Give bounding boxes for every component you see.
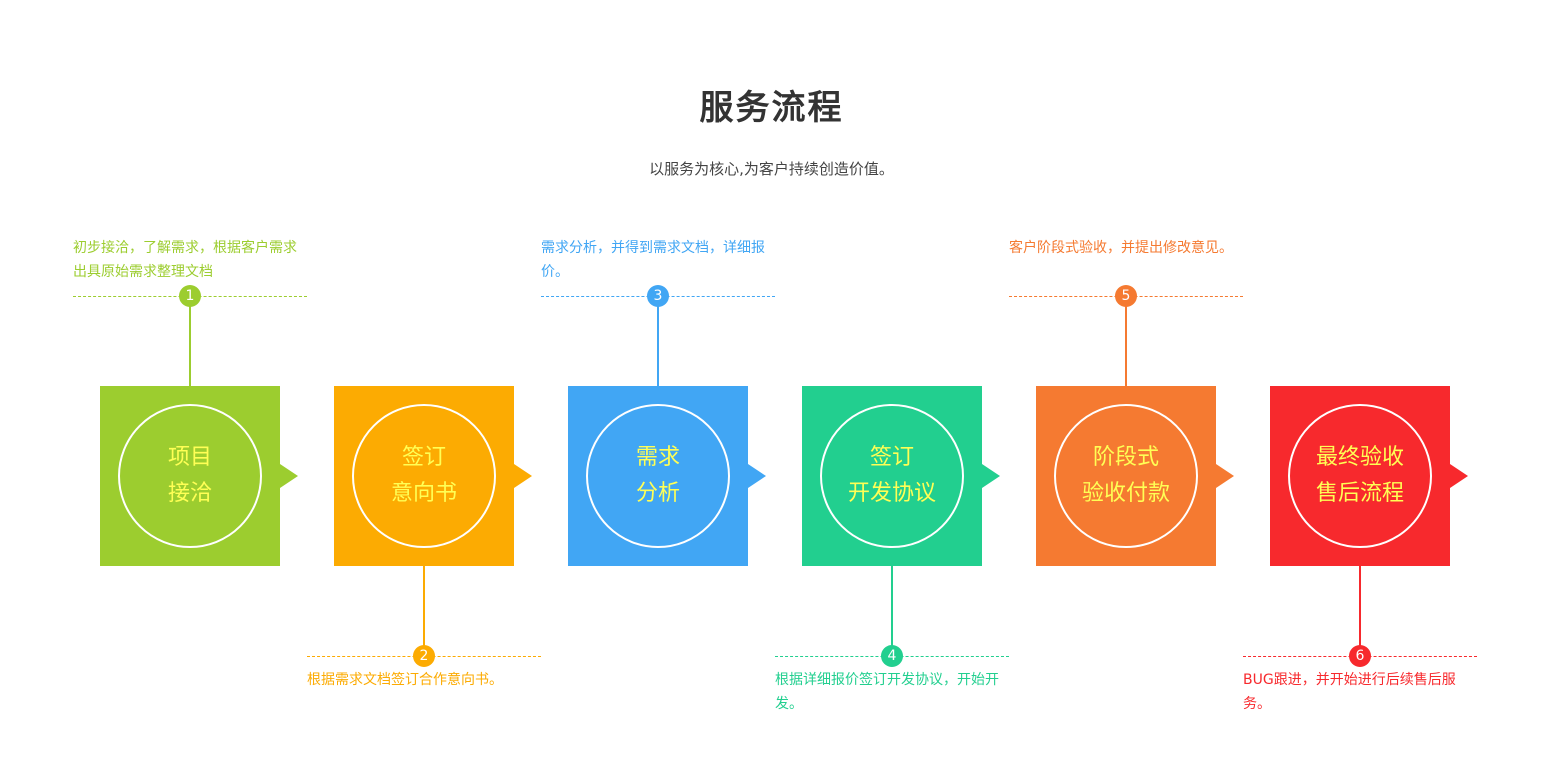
step-1-box: 项目 接洽 <box>100 386 298 566</box>
step-4-label-line1: 签订 <box>869 445 914 470</box>
step-3-description: 需求分析，并得到需求文档，详细报价。 <box>541 240 765 280</box>
step-4-label-line2: 开发协议 <box>847 481 936 506</box>
step-6-box: 最终验收 售后流程 <box>1270 386 1468 566</box>
step-4-connector <box>891 566 893 656</box>
step-2-box: 签订 意向书 <box>334 386 532 566</box>
step-5-connector <box>1125 296 1127 386</box>
step-circle: 最终验收 售后流程 <box>1288 404 1432 548</box>
step-3-connector <box>657 296 659 386</box>
page-title: 服务流程 <box>699 88 844 128</box>
step-6-description: BUG跟进，并开始进行后续售后服务。 <box>1243 672 1456 712</box>
step-5-number-badge: 5 <box>1115 285 1137 307</box>
step-6-label-line1: 最终验收 <box>1315 445 1404 470</box>
step-3-label-line2: 分析 <box>635 481 680 506</box>
step-2-label-line1: 签订 <box>401 445 446 470</box>
step-arrow-icon <box>982 464 1000 488</box>
step-circle: 阶段式 验收付款 <box>1054 404 1198 548</box>
step-arrow-icon <box>1450 464 1468 488</box>
step-1-connector <box>189 296 191 386</box>
step-6-number-badge: 6 <box>1349 645 1371 667</box>
step-6-connector <box>1359 566 1361 656</box>
step-3-number-badge: 3 <box>647 285 669 307</box>
step-arrow-icon <box>280 464 298 488</box>
step-1-description: 初步接洽，了解需求，根据客户需求出具原始需求整理文档 <box>73 240 297 280</box>
step-4-box: 签订 开发协议 <box>802 386 1000 566</box>
step-4-description: 根据详细报价签订开发协议，开始开发。 <box>775 672 999 712</box>
step-2-connector <box>423 566 425 656</box>
step-6-label-line2: 售后流程 <box>1315 481 1404 506</box>
step-5-box: 阶段式 验收付款 <box>1036 386 1234 566</box>
step-5-description: 客户阶段式验收，并提出修改意见。 <box>1009 240 1233 256</box>
step-2-number-badge: 2 <box>413 645 435 667</box>
step-2-description: 根据需求文档签订合作意向书。 <box>307 672 503 688</box>
step-arrow-icon <box>514 464 532 488</box>
step-arrow-icon <box>748 464 766 488</box>
step-arrow-icon <box>1216 464 1234 488</box>
step-5-label-line1: 阶段式 <box>1092 445 1159 470</box>
step-circle: 签订 开发协议 <box>820 404 964 548</box>
step-3-box: 需求 分析 <box>568 386 766 566</box>
step-circle: 签订 意向书 <box>352 404 496 548</box>
step-5-label-line2: 验收付款 <box>1081 481 1170 506</box>
step-circle: 需求 分析 <box>586 404 730 548</box>
page-subtitle: 以服务为核心,为客户持续创造价值。 <box>649 160 894 178</box>
step-1-label-line2: 接洽 <box>167 481 212 506</box>
step-1-number-badge: 1 <box>179 285 201 307</box>
step-3-label-line1: 需求 <box>635 445 680 470</box>
step-2-label-line2: 意向书 <box>390 481 457 506</box>
step-circle: 项目 接洽 <box>118 404 262 548</box>
step-4-number-badge: 4 <box>881 645 903 667</box>
step-1-label-line1: 项目 <box>167 445 212 470</box>
